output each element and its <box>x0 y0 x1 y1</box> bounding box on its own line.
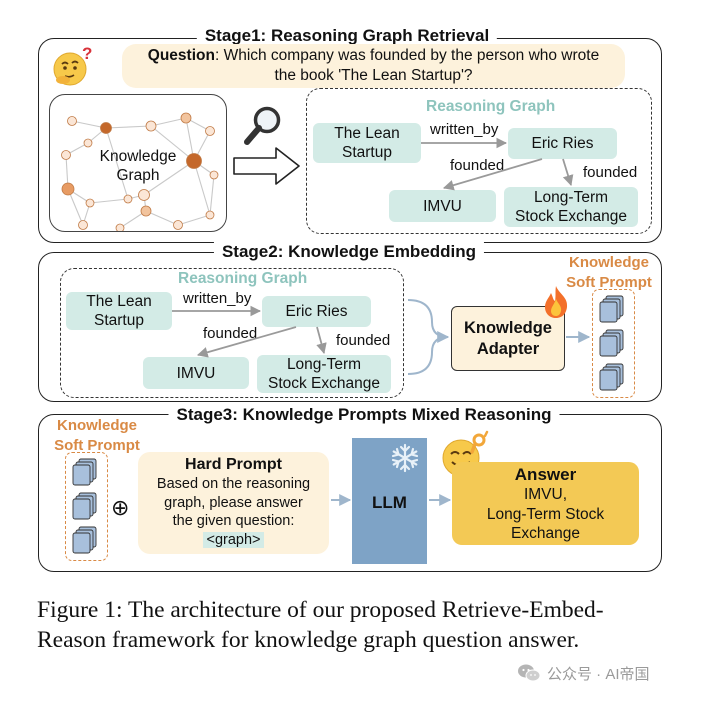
s2-edge-founded-right-line <box>316 326 327 355</box>
kg-label: Knowledge Graph <box>90 147 186 185</box>
question-box: Question: Which company was founded by t… <box>122 44 625 88</box>
stage1-edge-founded-left: founded <box>450 157 505 174</box>
hard-prompt-graph-tag-row: <graph> <box>138 531 329 550</box>
llm-box <box>352 438 427 564</box>
stage2-soft-prompt-stack <box>592 289 635 398</box>
stage2-node-eric-ries: Eric Ries <box>262 296 371 327</box>
stage1-title: Stage1: Reasoning Graph Retrieval <box>196 26 498 46</box>
hard-prompt-line2: graph, please answer <box>164 494 303 511</box>
answer-title: Answer <box>514 465 577 484</box>
stage1-edge-founded-right: founded <box>583 164 638 181</box>
fire-icon <box>541 285 571 319</box>
stage1-node-imvu: IMVU <box>389 190 496 222</box>
magnifier-icon <box>242 104 286 148</box>
stage1-node-ltse-line2: Stock Exchange <box>514 208 627 225</box>
stage2-edge-written-by: written_by <box>183 290 252 307</box>
stage2-title: Stage2: Knowledge Embedding <box>213 242 485 262</box>
stage2-soft-prompt-label: Knowledge Soft Prompt <box>560 253 658 293</box>
stage2-node-lean-line1: The Lean <box>86 293 152 310</box>
snowflake-icon <box>390 443 420 473</box>
hard-prompt-box: Hard Prompt Based on the reasoning graph… <box>138 452 329 554</box>
stage1-node-ltse-line1: Long-Term <box>533 189 609 206</box>
figure-caption: Figure 1: The architecture of our propos… <box>37 595 707 655</box>
answer-box: Answer IMVU, Long-Term Stock Exchange <box>452 462 639 545</box>
kg-label-line2: Graph <box>116 167 160 184</box>
hard-prompt-graph-tag: <graph> <box>203 531 264 548</box>
watermark: 公众号 · AI帝国 <box>517 661 650 685</box>
stage3-title: Stage3: Knowledge Prompts Mixed Reasonin… <box>168 405 560 425</box>
watermark-text: 公众号 · AI帝国 <box>547 665 650 683</box>
stage2-reasoning-graph-title: Reasoning Graph <box>178 270 308 287</box>
llm-label: LLM <box>372 493 407 512</box>
retrieve-arrow <box>232 146 302 186</box>
answer-line2: Long-Term Stock <box>486 505 605 523</box>
svg-text:?: ? <box>82 45 92 63</box>
answer-line3: Exchange <box>511 525 580 542</box>
question-text-line1: : Which company was founded by the perso… <box>214 47 600 64</box>
thinking-face-icon: ? <box>50 44 94 89</box>
stage2-soft-prompt-line2: Soft Prompt <box>566 274 652 291</box>
stage2-node-imvu: IMVU <box>143 357 249 389</box>
s1-edge-founded-left-line <box>442 158 543 191</box>
stage3-soft-prompt-label: Knowledge Soft Prompt <box>48 416 146 456</box>
question-line1: Question: Which company was founded by t… <box>122 46 625 66</box>
hard-prompt-line3: the given question: <box>172 513 295 529</box>
stage3-soft-prompt-line1: Knowledge <box>56 417 137 434</box>
caption-line1: Figure 1: The architecture of our propos… <box>37 597 604 623</box>
stage2-edge-founded-left: founded <box>203 325 258 342</box>
wechat-icon <box>517 663 541 683</box>
answer-line1: IMVU, <box>523 486 568 503</box>
stage1-reasoning-graph-title: Reasoning Graph <box>426 98 556 115</box>
s2-edge-founded-left-line <box>196 326 297 358</box>
s2-to-adapter-curve-bottom <box>407 331 450 375</box>
stage2-soft-prompt-line1: Knowledge <box>568 254 649 271</box>
stage3-soft-prompt-line2: Soft Prompt <box>54 437 140 454</box>
kg-label-line1: Knowledge <box>99 148 177 165</box>
stage2-node-ltse-line1: Long-Term <box>286 356 362 373</box>
stage1-edge-written-by: written_by <box>430 121 499 138</box>
stage2-node-ltse-line2: Stock Exchange <box>267 375 380 392</box>
s2-to-adapter-curve-top <box>407 299 449 338</box>
stage2-edge-founded-right: founded <box>336 332 391 349</box>
question-text-line2: the book 'The Lean Startup'? <box>274 67 473 84</box>
hard-prompt-title: Hard Prompt <box>185 456 282 473</box>
s1-edge-founded-right-line <box>562 158 574 187</box>
plus-symbol: ⊕ <box>111 495 130 520</box>
stage1-reasoning-graph-box <box>306 88 652 234</box>
stage3-soft-prompt-stack <box>65 452 108 561</box>
knowledge-graph-box: Knowledge Graph <box>49 94 227 232</box>
stage2-reasoning-graph-box <box>60 268 404 398</box>
stage1-node-lean-line2: Startup <box>342 144 392 161</box>
adapter-line1: Knowledge <box>463 318 552 337</box>
stage1-node-eric-ries: Eric Ries <box>508 128 617 159</box>
stage1-node-lean-line1: The Lean <box>334 125 400 142</box>
caption-line2: Reason framework for knowledge graph que… <box>37 627 580 653</box>
adapter-line2: Adapter <box>476 339 540 358</box>
stage2-node-lean-line2: Startup <box>94 312 144 329</box>
hard-prompt-line1: Based on the reasoning <box>156 476 311 492</box>
question-label: Question <box>147 47 215 64</box>
